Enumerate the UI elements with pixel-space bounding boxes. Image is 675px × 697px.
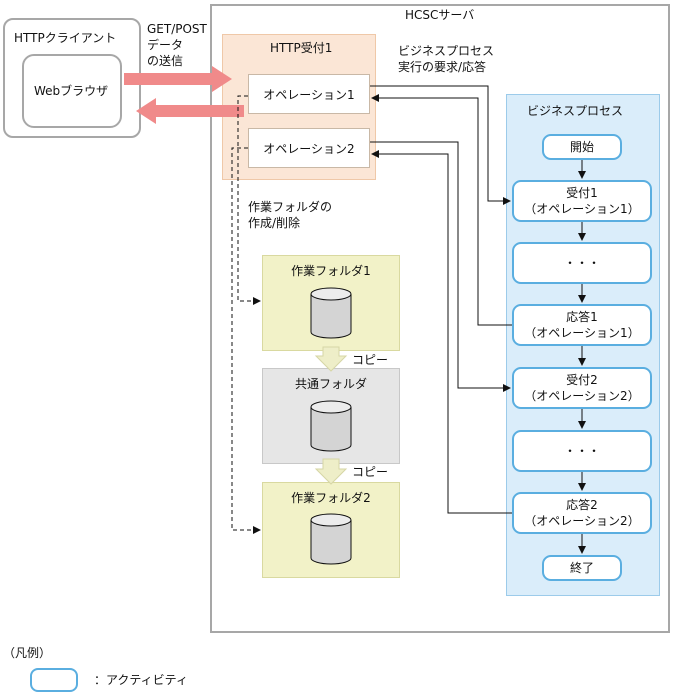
activity-response2-line2: （オペレーション2） xyxy=(524,514,640,528)
operation2-box: オペレーション2 xyxy=(248,128,370,168)
business-process-title: ビジネスプロセス xyxy=(527,104,624,118)
activity-receive1-line2: （オペレーション1） xyxy=(524,202,640,216)
activity-start-label: 開始 xyxy=(569,140,594,154)
http-request-arrow xyxy=(124,66,232,92)
bp-request-label-line2: 実行の要求/応答 xyxy=(398,60,487,74)
hcsc-server-title: HCSCサーバ xyxy=(405,8,475,22)
copy-label-1: コピー xyxy=(352,353,389,367)
legend-activity-symbol xyxy=(30,668,78,692)
shared-folder-title: 共通フォルダ xyxy=(294,377,367,391)
activity-receive2-line1: 受付2 xyxy=(566,373,598,387)
folder-label-line1: 作業フォルダの xyxy=(248,200,333,214)
operation1-box: オペレーション1 xyxy=(248,74,370,114)
copy-arrow-1 xyxy=(314,346,348,372)
activity-receive2: 受付2 （オペレーション2） xyxy=(512,367,652,409)
copy-arrow-2 xyxy=(314,458,348,485)
activity-response1-line2: （オペレーション1） xyxy=(524,326,640,340)
activity-dots2: ・・・ xyxy=(512,430,652,472)
operation2-label: オペレーション2 xyxy=(263,141,355,156)
activity-receive1: 受付1 （オペレーション1） xyxy=(512,180,652,222)
request-label-line1: GET/POST xyxy=(147,22,207,36)
activity-response2: 応答2 （オペレーション2） xyxy=(512,492,652,534)
op1-request-line xyxy=(370,85,511,205)
activity-end-label: 終了 xyxy=(569,561,594,575)
web-browser-label: Webブラウザ xyxy=(34,84,109,98)
op2-request-line xyxy=(370,141,511,392)
http-response-arrow xyxy=(136,98,244,124)
work-folder1-title: 作業フォルダ1 xyxy=(291,264,371,278)
http-client-title: HTTPクライアント xyxy=(14,31,117,45)
copy-label-2: コピー xyxy=(352,465,389,479)
activity-receive1-line1: 受付1 xyxy=(566,186,598,200)
folder-label-line2: 作成/削除 xyxy=(248,216,301,230)
activity-dots1: ・・・ xyxy=(512,242,652,284)
folder-create-line xyxy=(237,95,261,305)
shared-folder-cylinder xyxy=(310,400,352,452)
legend-title: （凡例） xyxy=(3,646,52,660)
http-reception-title: HTTP受付1 xyxy=(270,41,333,55)
web-browser-box xyxy=(22,54,122,128)
activity-dots1-label: ・・・ xyxy=(563,256,600,270)
bp-request-label-line1: ビジネスプロセス xyxy=(398,44,495,58)
work-folder2-cylinder xyxy=(310,513,352,565)
op2-response-line xyxy=(371,150,512,514)
activity-response2-line1: 応答2 xyxy=(566,498,598,512)
folder-delete-line xyxy=(231,147,261,534)
activity-dots2-label: ・・・ xyxy=(563,444,600,458)
work-folder1-cylinder xyxy=(310,287,352,339)
activity-start: 開始 xyxy=(542,134,622,160)
request-label-line2: データ xyxy=(147,38,184,52)
work-folder2-title: 作業フォルダ2 xyxy=(291,491,371,505)
legend-activity-label: ：アクティビティ xyxy=(94,673,188,687)
op1-response-line xyxy=(371,94,512,326)
activity-end: 終了 xyxy=(542,555,622,581)
operation1-label: オペレーション1 xyxy=(263,87,355,102)
activity-response1: 応答1 （オペレーション1） xyxy=(512,304,652,346)
request-label-line3: の送信 xyxy=(147,54,184,68)
activity-response1-line1: 応答1 xyxy=(566,310,598,324)
activity-receive2-line2: （オペレーション2） xyxy=(524,389,640,403)
